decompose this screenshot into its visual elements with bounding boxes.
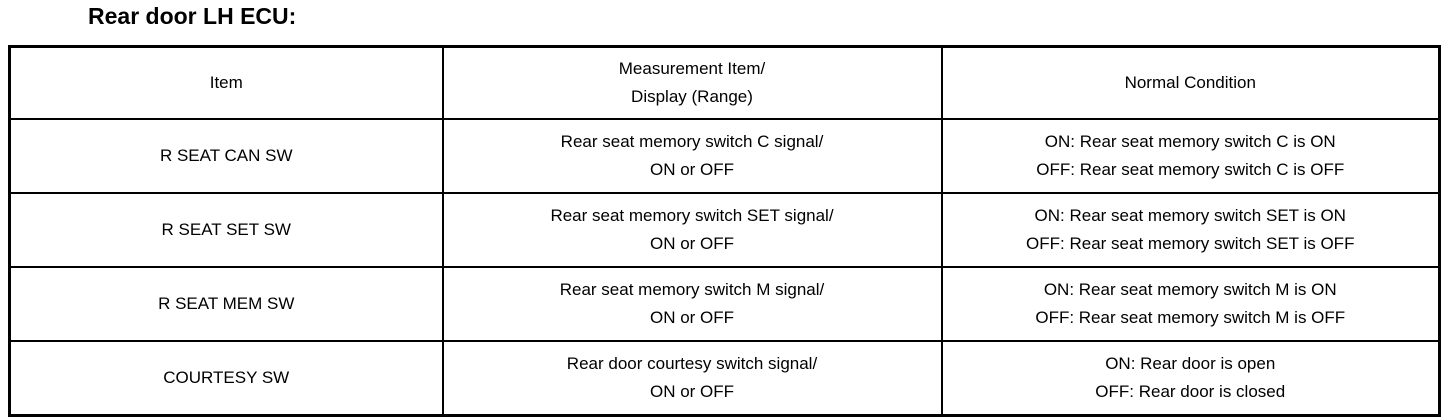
cell-item: R SEAT SET SW — [8, 192, 444, 268]
cell-normal-condition: ON: Rear seat memory switch C is ON OFF:… — [940, 118, 1441, 194]
cell-normal-condition-line-2: OFF: Rear seat memory switch M is OFF — [1035, 308, 1346, 327]
cell-measurement: Rear seat memory switch C signal/ ON or … — [441, 118, 943, 194]
cell-item-text: COURTESY SW — [163, 368, 290, 387]
page-title: Rear door LH ECU: — [88, 3, 297, 29]
column-header-normal-condition-line-1: Normal Condition — [1124, 73, 1256, 92]
cell-measurement-line-1: Rear seat memory switch M signal/ — [559, 280, 825, 299]
cell-item-text: R SEAT SET SW — [161, 220, 291, 239]
ecu-measurement-table: Item Measurement Item/ Display (Range) N… — [8, 45, 1441, 417]
cell-measurement: Rear seat memory switch M signal/ ON or … — [441, 266, 943, 342]
table-header-row: Item Measurement Item/ Display (Range) N… — [8, 45, 1441, 120]
cell-measurement-line-1: Rear door courtesy switch signal/ — [566, 354, 818, 373]
cell-normal-condition: ON: Rear seat memory switch M is ON OFF:… — [940, 266, 1441, 342]
table-row: R SEAT MEM SW Rear seat memory switch M … — [8, 266, 1441, 342]
cell-measurement-line-1: Rear seat memory switch C signal/ — [560, 132, 824, 151]
cell-item: COURTESY SW — [8, 340, 444, 417]
cell-normal-condition-line-1: ON: Rear seat memory switch M is ON — [1043, 280, 1337, 299]
column-header-measurement-line-1: Measurement Item/ — [618, 59, 766, 78]
cell-item-text: R SEAT MEM SW — [158, 294, 295, 313]
cell-measurement-line-2: ON or OFF — [649, 234, 735, 253]
cell-measurement: Rear seat memory switch SET signal/ ON o… — [441, 192, 943, 268]
table-row: R SEAT SET SW Rear seat memory switch SE… — [8, 192, 1441, 268]
column-header-item: Item — [8, 45, 444, 120]
cell-normal-condition-line-1: ON: Rear seat memory switch C is ON — [1044, 132, 1336, 151]
column-header-measurement: Measurement Item/ Display (Range) — [441, 45, 943, 120]
column-header-item-line-1: Item — [209, 73, 243, 92]
cell-measurement-line-2: ON or OFF — [649, 308, 735, 327]
cell-normal-condition-line-2: OFF: Rear door is closed — [1095, 382, 1286, 401]
cell-measurement-line-2: ON or OFF — [649, 160, 735, 179]
cell-normal-condition-line-2: OFF: Rear seat memory switch C is OFF — [1036, 160, 1345, 179]
table-body: R SEAT CAN SW Rear seat memory switch C … — [8, 118, 1441, 417]
column-header-normal-condition: Normal Condition — [940, 45, 1441, 120]
table-header: Item Measurement Item/ Display (Range) N… — [8, 45, 1441, 120]
cell-normal-condition: ON: Rear seat memory switch SET is ON OF… — [940, 192, 1441, 268]
cell-normal-condition-line-2: OFF: Rear seat memory switch SET is OFF — [1026, 234, 1355, 253]
column-header-measurement-line-2: Display (Range) — [631, 87, 753, 106]
table-row: COURTESY SW Rear door courtesy switch si… — [8, 340, 1441, 417]
cell-measurement: Rear door courtesy switch signal/ ON or … — [441, 340, 943, 417]
cell-normal-condition-line-1: ON: Rear seat memory switch SET is ON — [1034, 206, 1346, 225]
cell-measurement-line-1: Rear seat memory switch SET signal/ — [550, 206, 834, 225]
cell-item-text: R SEAT CAN SW — [159, 146, 293, 165]
cell-normal-condition: ON: Rear door is open OFF: Rear door is … — [940, 340, 1441, 417]
table-row: R SEAT CAN SW Rear seat memory switch C … — [8, 118, 1441, 194]
cell-item: R SEAT MEM SW — [8, 266, 444, 342]
cell-item: R SEAT CAN SW — [8, 118, 444, 194]
cell-normal-condition-line-1: ON: Rear door is open — [1105, 354, 1276, 373]
cell-measurement-line-2: ON or OFF — [649, 382, 735, 401]
